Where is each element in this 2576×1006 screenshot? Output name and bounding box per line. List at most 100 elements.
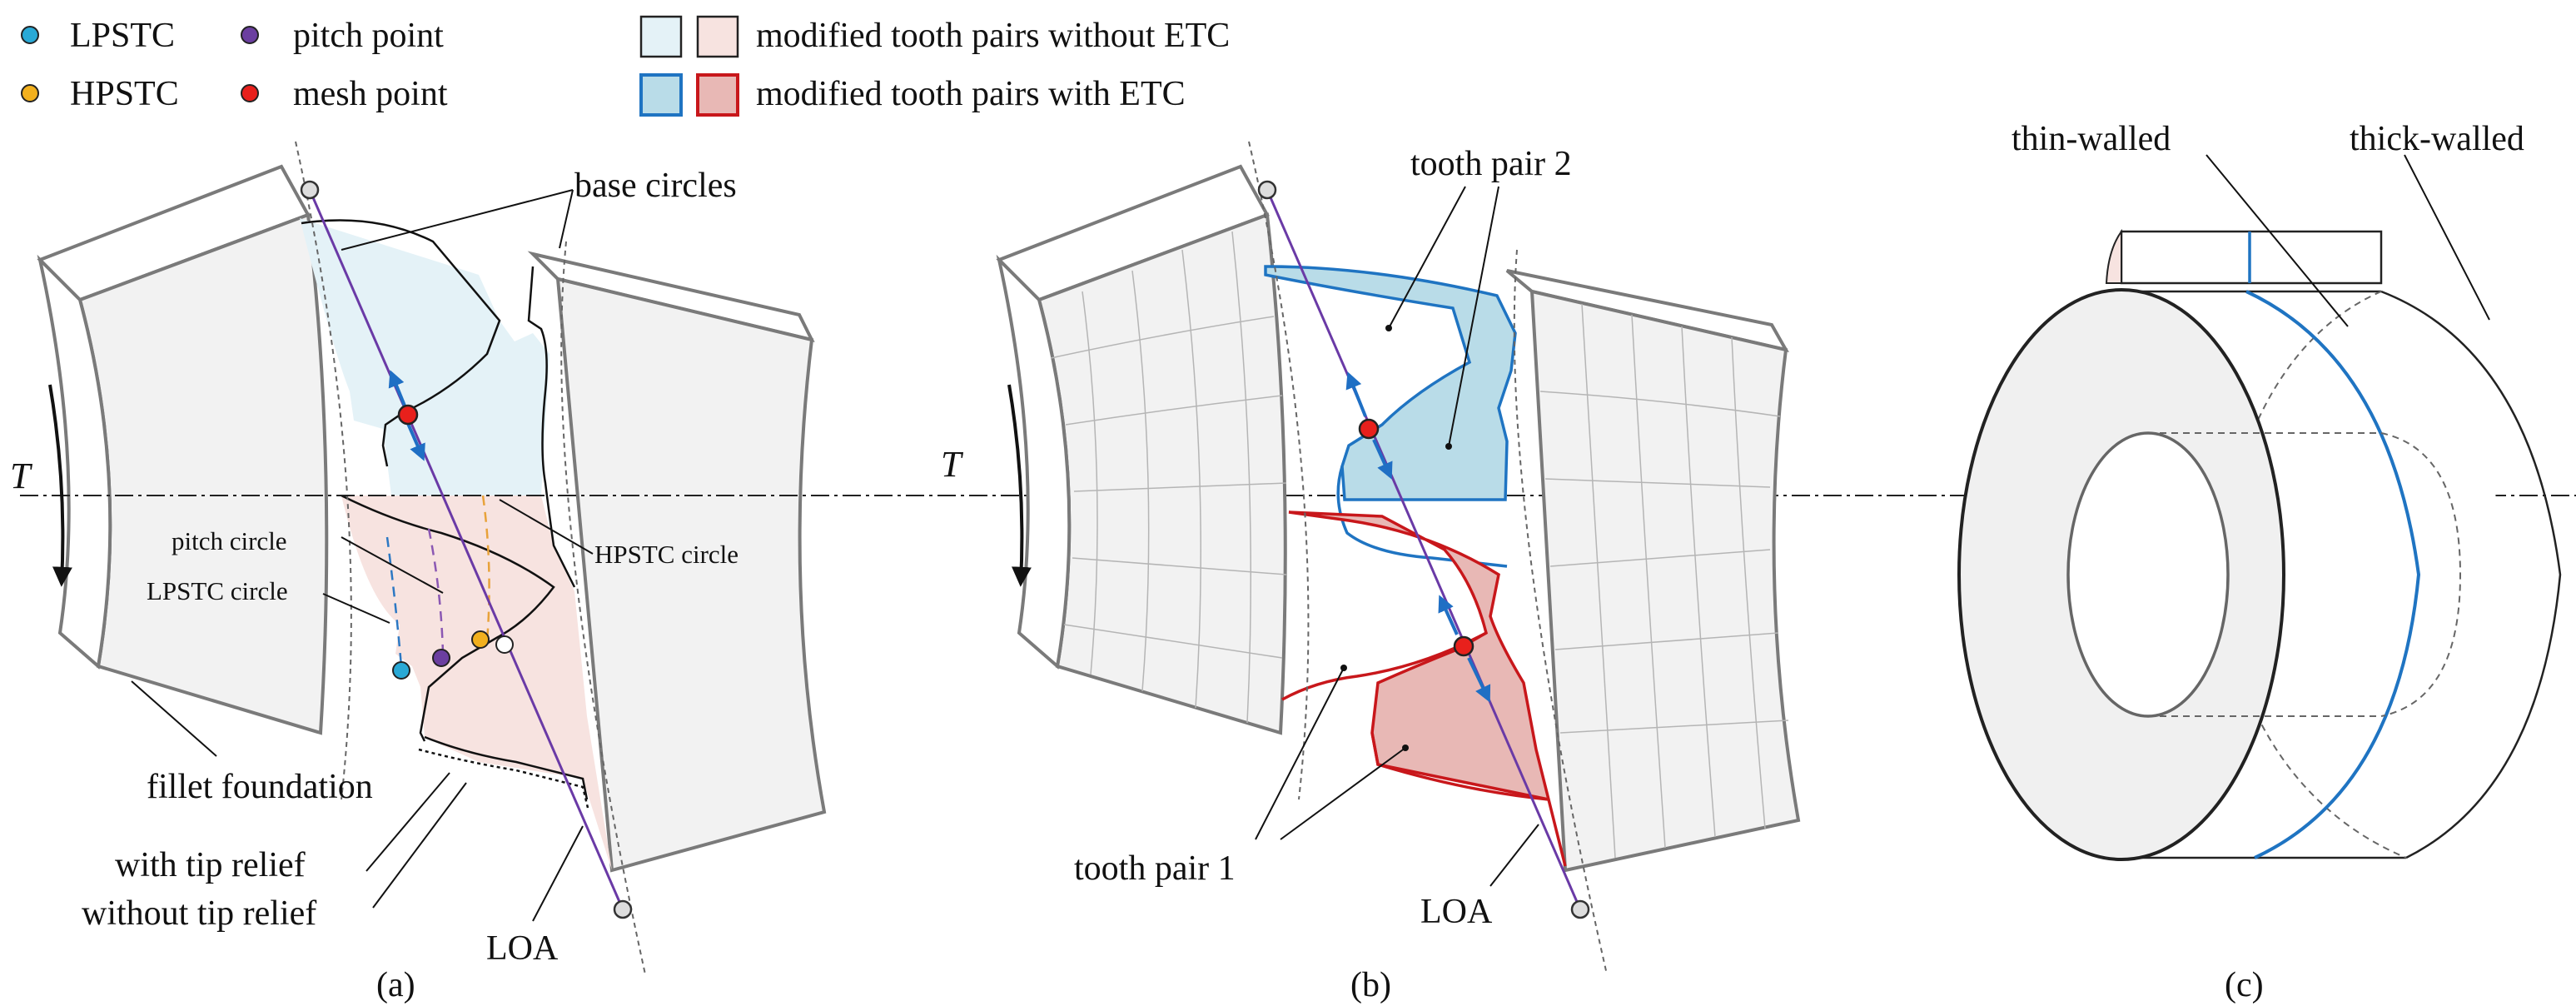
torque-arrow-b bbox=[1007, 384, 1032, 587]
mesh-point-upper-b bbox=[1358, 418, 1380, 440]
tooth-pair-1-label: tooth pair 1 bbox=[1074, 849, 1236, 888]
tooth-pair-1-bottom-outline-b bbox=[1370, 732, 1549, 801]
loa-leader-a bbox=[532, 825, 584, 922]
left-gear-body-b bbox=[1037, 212, 1287, 735]
without-etc-blue-swatch bbox=[639, 15, 683, 58]
panel-b-caption: (b) bbox=[1350, 966, 1391, 1004]
tip-relief-profile-a bbox=[418, 748, 589, 809]
panel-a: T base circles pitch circle LPSTC circle… bbox=[10, 141, 2576, 1004]
driving-tooth-upper-profile-a bbox=[301, 219, 501, 467]
loa-end-bottom-a bbox=[613, 899, 633, 919]
mesh-point-a bbox=[397, 404, 419, 426]
left-gear-body-a bbox=[77, 212, 329, 735]
pitch-circle-leader bbox=[341, 536, 444, 594]
panel-c-caption: (c) bbox=[2225, 966, 2264, 1004]
loa-line-a bbox=[308, 189, 624, 910]
force-arrow-up-a bbox=[388, 370, 408, 411]
driven-tooth-upper-profile-a bbox=[527, 266, 576, 588]
torque-label-a: T bbox=[10, 456, 33, 496]
lpstc-circle-leader bbox=[322, 593, 390, 624]
hpstc-circle-arc-a bbox=[481, 495, 490, 642]
boss-left-cap bbox=[2105, 228, 2122, 284]
tooth-pair-2-region-a bbox=[300, 218, 550, 496]
cylinder-bore bbox=[2066, 431, 2230, 718]
legend: LPSTC HPSTC pitch point mesh point modif… bbox=[21, 15, 1230, 117]
loa-end-bottom-b bbox=[1570, 899, 1590, 919]
with-etc-legend-label: modified tooth pairs with ETC bbox=[756, 75, 1186, 113]
lpstc-legend-marker bbox=[21, 26, 39, 44]
tooth-pair-2-leader-1 bbox=[1388, 186, 1466, 329]
driving-tooth-lower-profile-a bbox=[341, 494, 555, 742]
with-etc-blue-swatch bbox=[639, 73, 683, 117]
without-etc-red-swatch bbox=[696, 15, 739, 58]
pitch-circle-label: pitch circle bbox=[172, 526, 287, 555]
hpstc-end-point-a bbox=[495, 635, 514, 654]
without-tip-relief-label: without tip relief bbox=[82, 894, 316, 933]
right-gear-body-a bbox=[555, 276, 827, 873]
base-circle-right-a bbox=[560, 241, 646, 975]
tooth-pair-1-region-a bbox=[341, 496, 612, 870]
force-arrow-down-upper-b bbox=[1372, 439, 1393, 480]
tooth-pair-2-upper-outline-b bbox=[1336, 466, 1508, 568]
tooth-pair-1-leader-2 bbox=[1280, 747, 1406, 840]
bore-hidden-back bbox=[2380, 432, 2462, 717]
driven-tooth-lower-profile-a bbox=[424, 735, 589, 800]
fillet-foundation-label: fillet foundation bbox=[147, 768, 373, 806]
with-etc-red-swatch bbox=[696, 73, 739, 117]
cylinder-back-rim bbox=[2380, 290, 2562, 859]
torque-arrow-a bbox=[48, 384, 72, 587]
lpstc-point-a bbox=[392, 661, 410, 680]
left-gear-rim-b bbox=[996, 254, 1072, 670]
lpstc-legend-label: LPSTC bbox=[70, 17, 175, 55]
hpstc-legend-label: HPSTC bbox=[70, 75, 179, 113]
force-arrow-up-lower-b bbox=[1438, 595, 1459, 635]
panel-a-caption: (a) bbox=[376, 966, 415, 1004]
mesh-point-legend-marker bbox=[241, 84, 259, 102]
thin-walled-label: thin-walled bbox=[2012, 120, 2171, 158]
loa-label-a: LOA bbox=[486, 929, 559, 968]
left-gear-rim-a bbox=[37, 254, 112, 670]
right-gear-body-b bbox=[1529, 289, 1801, 873]
tooth-pair-1-region-b bbox=[1288, 510, 1567, 867]
loa-end-top-a bbox=[300, 180, 320, 200]
loa-line-b bbox=[1266, 189, 1582, 910]
wall-boundary-line bbox=[2245, 290, 2421, 859]
pitch-point-legend-label: pitch point bbox=[293, 17, 444, 55]
hpstc-circle-label: HPSTC circle bbox=[594, 540, 738, 569]
tooth-pair-2-region-b bbox=[1264, 265, 1517, 501]
base-circle-left-a bbox=[295, 141, 352, 800]
lpstc-circle-label: LPSTC circle bbox=[147, 576, 288, 605]
fillet-foundation-leader bbox=[131, 680, 217, 757]
without-etc-legend-label: modified tooth pairs without ETC bbox=[756, 17, 1230, 55]
with-tip-relief-leader bbox=[366, 772, 450, 872]
force-arrow-up-upper-b bbox=[1345, 371, 1367, 417]
loa-leader-b bbox=[1489, 824, 1539, 887]
panel-c: thin-walled thick-walled (c) bbox=[1957, 120, 2562, 1004]
hpstc-circle-leader bbox=[499, 499, 594, 555]
with-tip-relief-label-line-1: with tip relief bbox=[115, 846, 306, 884]
base-circle-left-b bbox=[1248, 141, 1310, 800]
loa-label-b: LOA bbox=[1420, 893, 1493, 931]
thin-walled-leader bbox=[2206, 154, 2349, 327]
hpstc-legend-marker bbox=[21, 84, 39, 102]
mesh-point-legend-label: mesh point bbox=[293, 75, 448, 113]
thick-walled-leader bbox=[2404, 154, 2490, 321]
left-gear-mesh-grid-b bbox=[1050, 231, 1287, 724]
tooth-pair-2-leader-2 bbox=[1448, 186, 1499, 447]
base-circles-leader-2 bbox=[559, 189, 574, 249]
force-arrow-down-lower-b bbox=[1467, 657, 1491, 703]
panel-b: T tooth pair 2 tooth pair 1 LOA (b) bbox=[941, 141, 1801, 1004]
base-circles-leader-1 bbox=[341, 189, 574, 251]
base-circle-right-b bbox=[1513, 249, 1608, 975]
tooth-pair-1-leader-1 bbox=[1255, 667, 1345, 840]
right-gear-mesh-grid-b bbox=[1539, 303, 1789, 859]
base-circles-label: base circles bbox=[574, 167, 737, 205]
boss-top-face bbox=[2120, 230, 2383, 285]
torque-label-b: T bbox=[941, 444, 964, 485]
thick-walled-label: thick-walled bbox=[2350, 120, 2524, 158]
tooth-pair-2-label: tooth pair 2 bbox=[1410, 145, 1572, 183]
loa-end-top-b bbox=[1257, 180, 1277, 200]
mesh-point-lower-b bbox=[1453, 635, 1474, 657]
without-tip-relief-leader bbox=[372, 782, 467, 909]
